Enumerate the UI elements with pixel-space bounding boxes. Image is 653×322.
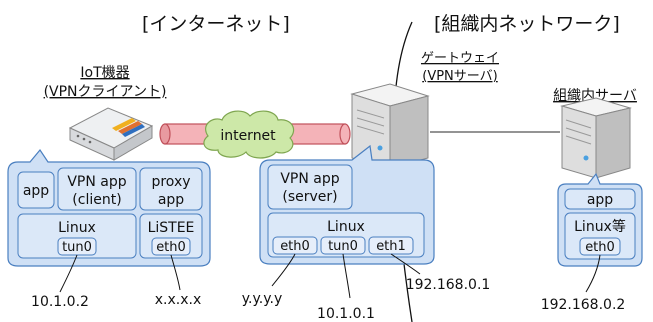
gateway-stack-bubble: VPN app (server) Linux eth0 tun0 eth1: [259, 144, 435, 265]
gateway-eth1-leader: [390, 253, 421, 275]
iot-app-label: app: [23, 183, 49, 199]
internet-cloud: internet: [203, 110, 295, 159]
gateway-label: ゲートウェイ: [421, 51, 499, 66]
iot-listee-label: LiSTEE: [148, 220, 195, 236]
iot-proxy-app-label-2: app: [158, 192, 184, 208]
iot-tun0-leader: [59, 254, 78, 293]
gateway-tun0-leader: [342, 253, 351, 299]
iot-vpn-app-label: VPN app: [67, 174, 126, 190]
gateway-tun0-address: 10.1.0.1: [317, 306, 375, 322]
iot-device-icon: [68, 107, 154, 161]
gateway-linux-label: Linux: [327, 219, 365, 235]
internal-server-label: 組織内サーバ: [553, 88, 637, 104]
server-linux-label: Linux等: [574, 218, 626, 235]
iot-device-label: IoT機器: [80, 65, 129, 81]
gateway-eth0-address: y.y.y.y: [242, 291, 283, 307]
gateway-vpn-app-label: VPN app: [280, 171, 339, 187]
gateway-eth1-address: 192.168.0.1: [406, 277, 491, 293]
gateway-eth0-leader: [271, 253, 296, 287]
server-app-label: app: [587, 192, 613, 208]
iot-eth0-leader: [170, 254, 181, 291]
gateway-tun0-label: tun0: [328, 239, 358, 254]
iot-tun0-label: tun0: [62, 240, 92, 255]
section-title-internal-network: [組織内ネットワーク]: [434, 13, 620, 35]
iot-linux-label: Linux: [58, 220, 96, 236]
server-eth0-address: 192.168.0.2: [541, 297, 626, 313]
iot-eth0-label: eth0: [156, 240, 186, 255]
server-eth0-leader: [585, 254, 601, 293]
iot-stack-bubble: app VPN app (client) proxy app Linux tun…: [7, 148, 211, 267]
section-title-internet: [インターネット]: [142, 13, 290, 35]
internal-server-icon: [560, 97, 632, 179]
gateway-eth0-label: eth0: [280, 239, 310, 254]
iot-eth0-address: x.x.x.x: [155, 292, 202, 308]
gateway-eth1-label: eth1: [376, 239, 406, 254]
iot-vpn-app-role: (client): [72, 192, 121, 208]
server-eth0-label: eth0: [585, 240, 615, 255]
iot-device-role-label: (VPNクライアント): [44, 84, 167, 100]
server-stack-bubble: app Linux等 eth0: [557, 172, 643, 267]
internet-cloud-label: internet: [220, 128, 276, 144]
gateway-server-icon: [350, 83, 430, 169]
gateway-vpn-app-role: (server): [282, 189, 337, 205]
iot-proxy-app-label: proxy: [151, 174, 190, 190]
gateway-role-label: (VPNサーバ): [422, 69, 497, 84]
iot-tun0-address: 10.1.0.2: [31, 294, 89, 310]
